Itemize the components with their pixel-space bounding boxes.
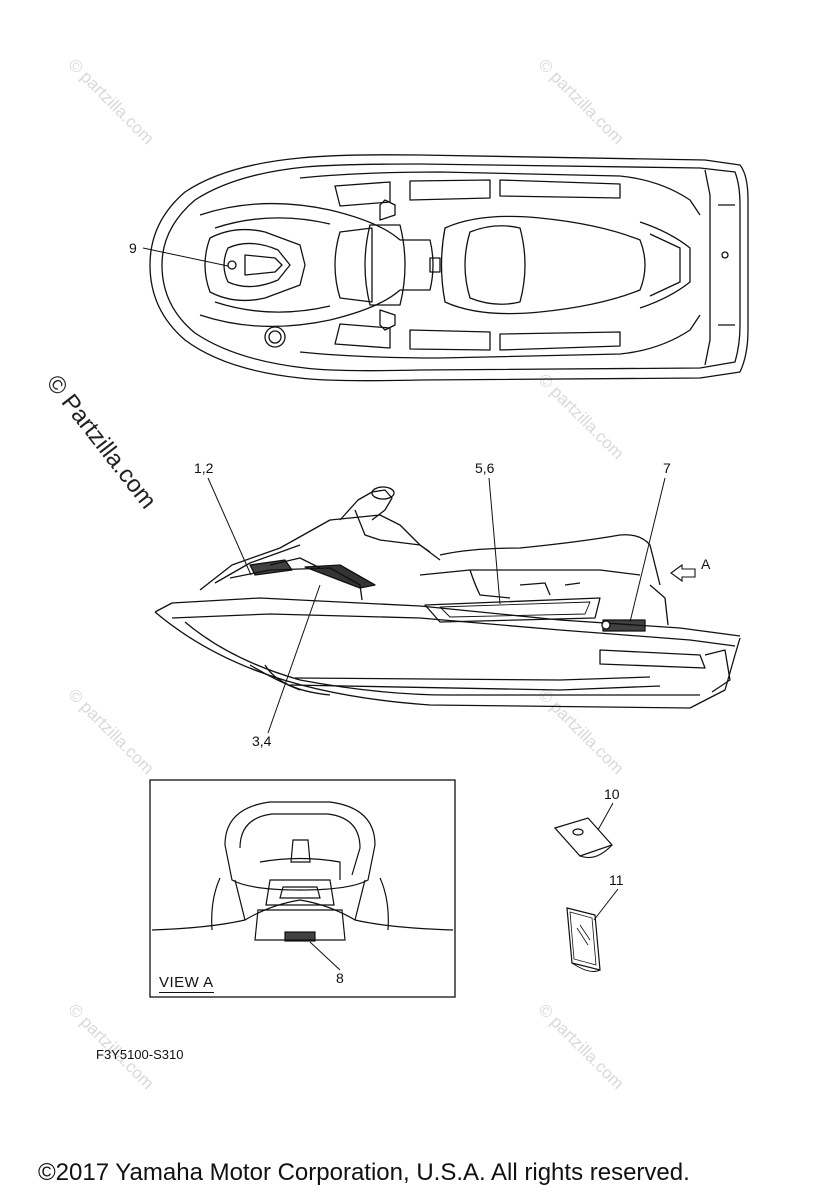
view-a-label: VIEW A <box>159 974 214 993</box>
leader-line-8 <box>309 941 341 971</box>
side-view-watercraft <box>154 486 741 709</box>
leader-line-9 <box>142 247 229 267</box>
rear-view-watercraft <box>151 801 454 942</box>
callout-1-2: 1,2 <box>194 460 214 476</box>
drawing-code: F3Y5100-S310 <box>96 1047 184 1062</box>
leader-line-7 <box>629 477 666 623</box>
copyright-notice: ©2017 Yamaha Motor Corporation, U.S.A. A… <box>38 1159 690 1186</box>
top-view-watercraft <box>149 154 749 382</box>
callout-5-6: 5,6 <box>475 460 495 476</box>
callout-8: 8 <box>336 970 344 986</box>
leader-line-10 <box>597 802 614 831</box>
callout-3-4: 3,4 <box>252 733 272 749</box>
callout-9: 9 <box>129 240 137 256</box>
view-a-frame <box>149 779 456 998</box>
callout-a: A <box>701 556 711 572</box>
leader-line-11 <box>593 888 619 921</box>
part-10-label <box>553 817 614 859</box>
part-11-card <box>566 907 601 972</box>
callout-11: 11 <box>609 872 624 888</box>
leader-line-1-2 <box>207 477 252 576</box>
leader-line-3-4 <box>267 584 321 734</box>
callout-10: 10 <box>604 786 620 802</box>
view-a-arrow-icon <box>670 563 696 583</box>
leader-line-5-6 <box>488 477 501 605</box>
callout-7: 7 <box>663 460 671 476</box>
